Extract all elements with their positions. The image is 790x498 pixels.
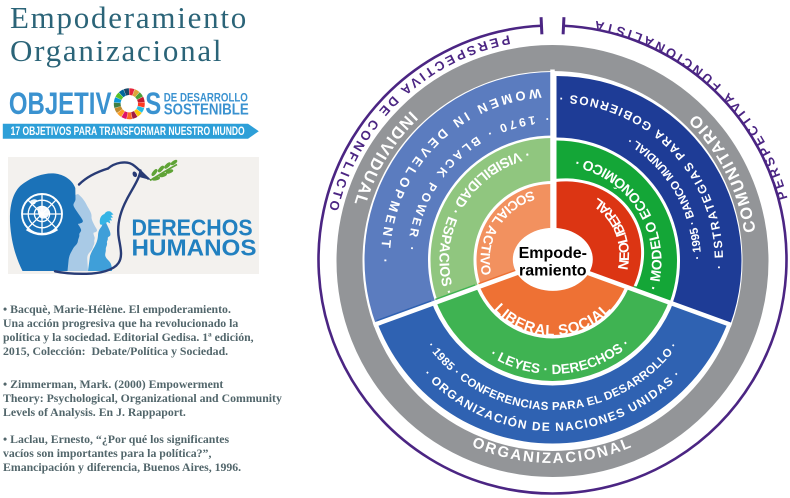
- svg-text:S: S: [145, 86, 161, 121]
- svg-text:DERECHOS: DERECHOS: [132, 215, 253, 241]
- svg-text:Empode-: Empode-: [519, 245, 587, 262]
- svg-text:OBJETIV: OBJETIV: [9, 86, 112, 121]
- svg-text:HUMANOS: HUMANOS: [132, 235, 257, 262]
- svg-text:DE DESARROLLO: DE DESARROLLO: [164, 92, 248, 105]
- svg-text:17 OBJETIVOS PARA TRANSFORMAR: 17 OBJETIVOS PARA TRANSFORMAR NUESTRO MU…: [11, 126, 245, 139]
- svg-text:SOSTENIBLE: SOSTENIBLE: [164, 102, 249, 119]
- svg-text:ramiento: ramiento: [519, 263, 587, 280]
